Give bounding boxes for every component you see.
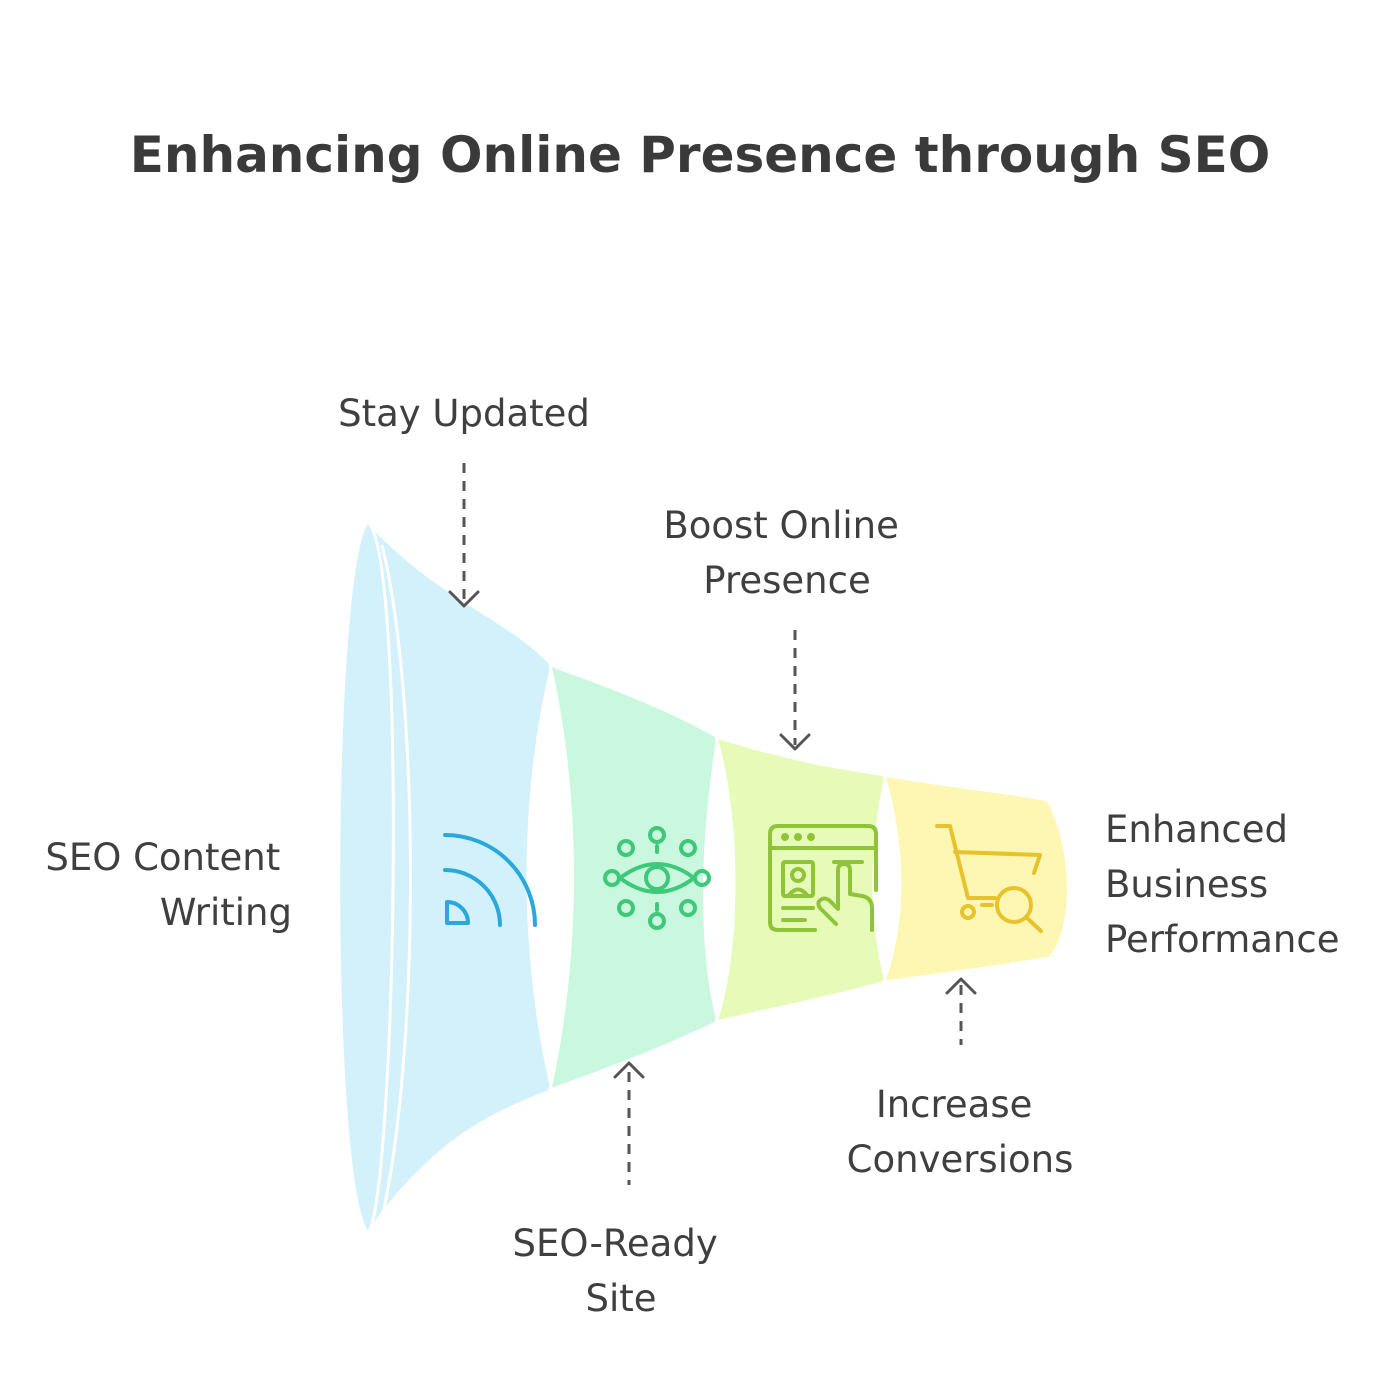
eye-network-icon bbox=[603, 826, 711, 930]
rss-feed-icon bbox=[443, 833, 537, 927]
diagram-title: Enhancing Online Presence through SEO bbox=[130, 126, 1271, 184]
web-profile-touch-icon bbox=[768, 824, 878, 932]
arrow-boost-presence bbox=[779, 630, 811, 751]
label-seo-ready: SEO-Ready Site bbox=[513, 1222, 730, 1320]
label-boost-presence: Boost Online Presence bbox=[663, 504, 910, 602]
funnel-mouth-rim bbox=[380, 544, 412, 1219]
arrow-seo-ready bbox=[613, 1061, 645, 1185]
cart-search-icon bbox=[935, 824, 1043, 933]
funnel bbox=[337, 518, 1070, 1238]
funnel-segment-4 bbox=[881, 773, 1070, 984]
funnel-mouth bbox=[337, 519, 395, 1236]
label-increase-conversions: Increase Conversions bbox=[847, 1083, 1074, 1181]
start-label: SEO Content Writing bbox=[45, 836, 292, 934]
end-label: Enhanced Business Performance bbox=[1105, 808, 1339, 961]
arrow-stay-updated bbox=[448, 463, 480, 608]
arrow-increase-conversions bbox=[945, 977, 977, 1045]
funnel-segment-2 bbox=[547, 662, 720, 1093]
label-stay-updated: Stay Updated bbox=[338, 392, 590, 435]
